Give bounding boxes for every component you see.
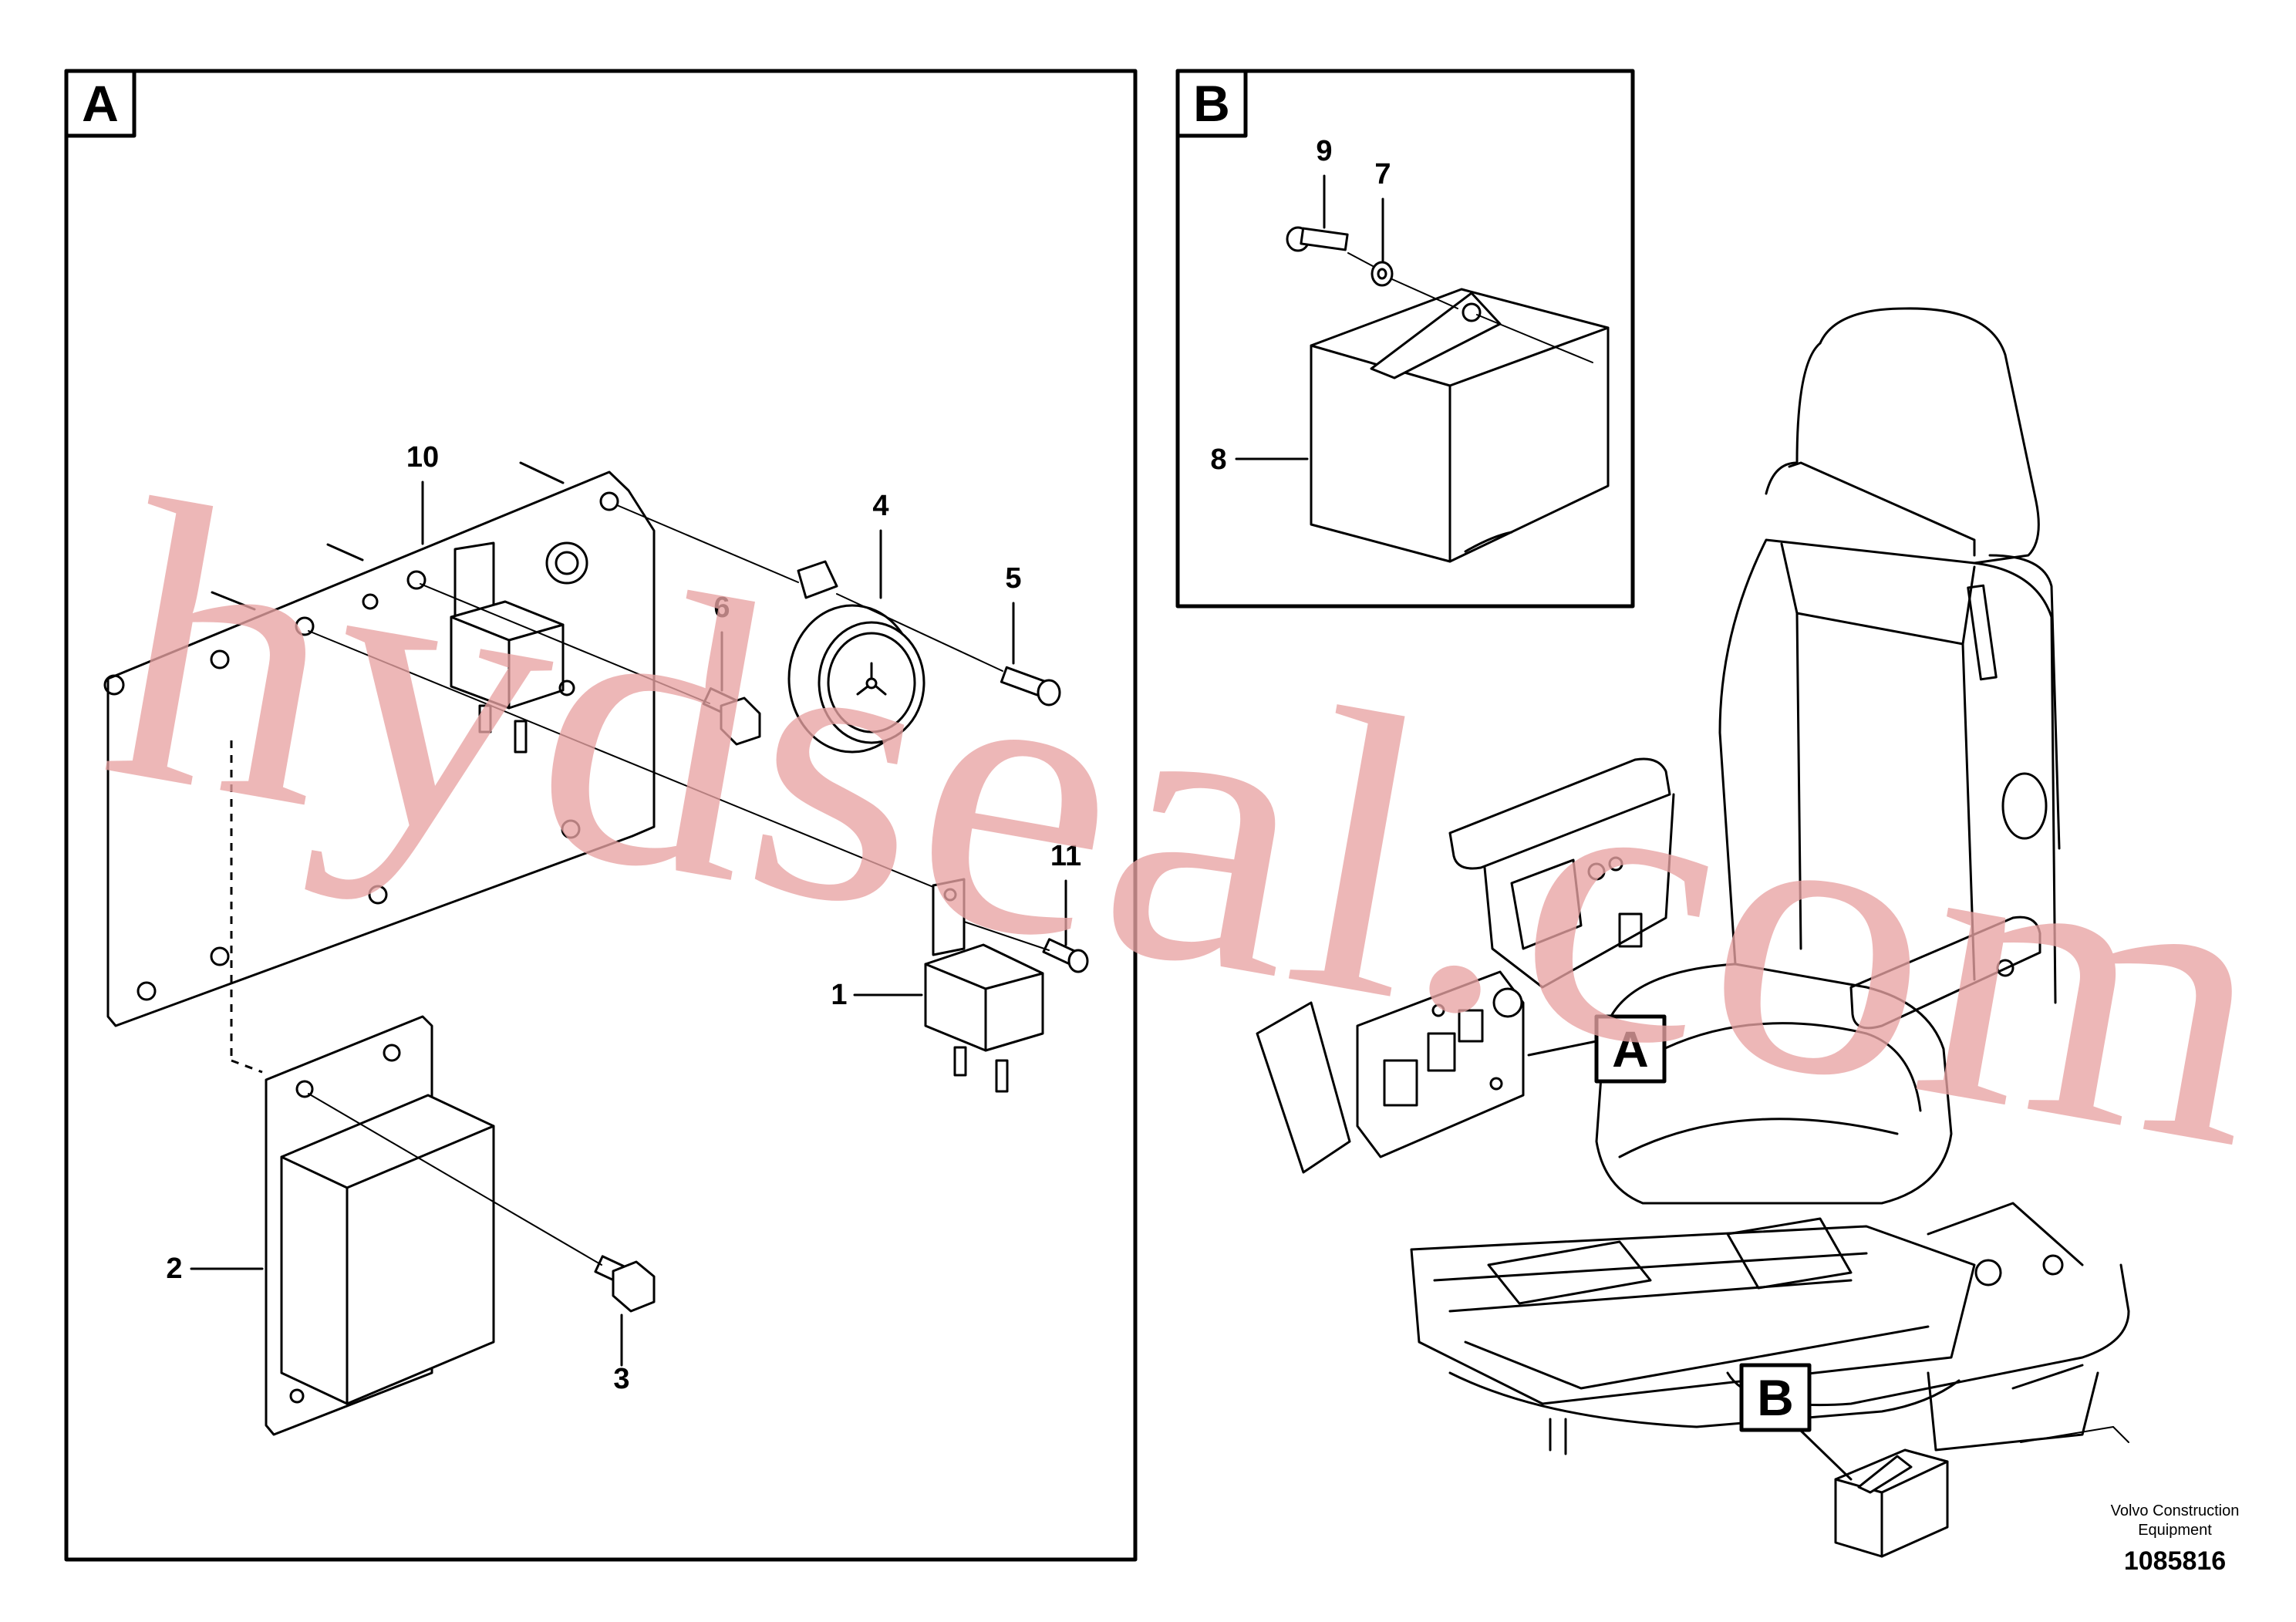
panel-a-label-box [64,69,137,138]
callout-7: 7 [1374,158,1391,191]
panel-a: A [64,69,1138,1562]
footer-drawing-id: 1085816 [2124,1546,2226,1576]
panel-b-letter: B [1193,75,1230,132]
seat-box-b [1834,1448,1949,1558]
callout-3: 3 [613,1363,629,1395]
panel-a-callouts: 10 4 5 6 11 1 2 3 [166,441,1081,1395]
assembly-line-b2 [1391,278,1458,309]
seat-overview: A B [1256,307,2130,1558]
panel-b: B 9 7 8 [1175,69,1635,609]
footer: Volvo Construction Equipment 1085816 [2111,1502,2240,1576]
callout-8: 8 [1210,443,1226,476]
callout-2: 2 [166,1253,182,1285]
callout-4: 4 [872,490,888,522]
assembly-lines [308,504,1050,1266]
bolt-3 [594,1255,656,1313]
overview-ref-b: B [1757,1369,1794,1426]
bolt-6 [702,687,761,746]
overview-ref-b-box [1739,1363,1812,1432]
panel-a-frame [64,69,1138,1562]
footer-company-line1: Volvo Construction [2111,1502,2240,1519]
relay-1 [924,878,1044,1093]
horn [787,560,925,754]
screw-5 [1000,666,1061,706]
footer-company-line2: Equipment [2138,1522,2212,1539]
dashed-guide-diagonal [231,1059,263,1074]
washer-7 [1371,261,1394,287]
relay-on-plate [450,541,575,754]
panel-b-label-box [1175,69,1248,138]
control-box-2 [265,1015,495,1436]
callout-1: 1 [831,979,847,1011]
callout-5: 5 [1005,562,1021,595]
screw-9 [1286,226,1349,252]
assembly-line-b1 [1347,252,1374,267]
callout-11: 11 [1050,840,1081,872]
panel-a-letter: A [82,75,119,132]
screw-11 [1042,938,1089,973]
callout-6: 6 [713,592,730,624]
callout-10: 10 [406,441,439,474]
control-box-8 [1310,288,1610,563]
seat-assembly-a [1256,970,1598,1174]
callout-9: 9 [1316,135,1332,167]
overview-ref-a: A [1612,1020,1649,1077]
overview-ref-a-box [1594,1014,1667,1084]
panel-b-frame [1175,69,1635,609]
assembly-line-b3 [1476,314,1593,363]
